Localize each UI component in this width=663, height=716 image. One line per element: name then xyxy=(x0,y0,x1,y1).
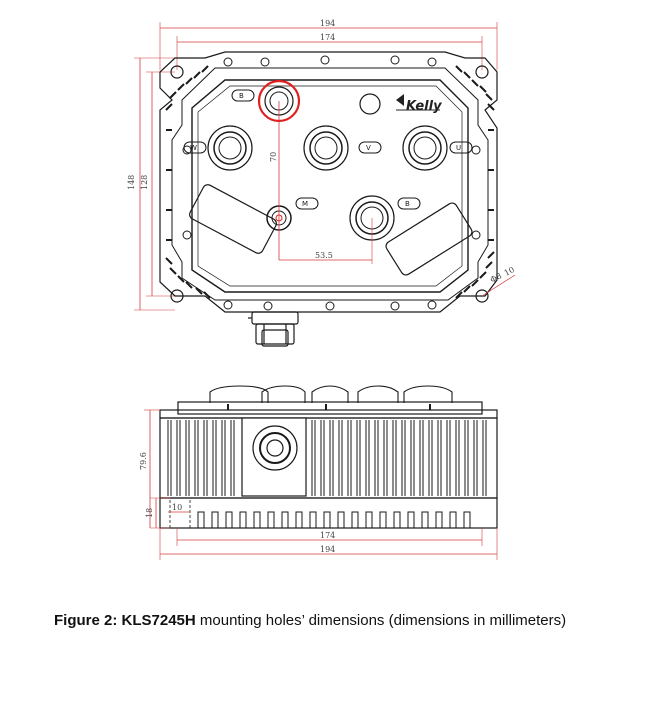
fin-ticks xyxy=(165,65,495,299)
terminal-post-w xyxy=(207,125,253,171)
dim-side-base: 18 xyxy=(145,497,170,529)
top-view: 194 174 148 128 xyxy=(127,19,516,347)
dim-side-height: 79.6 xyxy=(139,409,160,528)
side-base xyxy=(159,497,498,529)
terminal-tag-mid-center: V xyxy=(358,141,382,154)
kelly-logo: Kelly xyxy=(396,94,442,114)
svg-text:W: W xyxy=(190,144,197,152)
terminal-tag-mid-left: W xyxy=(183,141,207,154)
terminal-posts xyxy=(207,125,448,241)
terminal-tags: B W V U M B xyxy=(183,89,473,210)
dim-hole-diameter: Φ8 10 xyxy=(481,265,516,297)
dim-label-18: 18 xyxy=(145,508,154,518)
mounting-holes xyxy=(170,65,489,303)
caption-prefix: Figure 2: xyxy=(54,612,122,629)
dim-label-10: 10 xyxy=(172,503,182,512)
dim-label-70: 70 xyxy=(269,152,278,162)
dim-vertical-70: 70 xyxy=(269,101,280,260)
side-view: 79.6 18 10 174 194 xyxy=(139,385,498,560)
cable-gland xyxy=(248,311,299,347)
logo-text: Kelly xyxy=(406,99,442,114)
heatsink-fins xyxy=(167,420,487,496)
dim-label-128: 128 xyxy=(140,175,149,190)
label-window-right xyxy=(385,202,473,276)
dim-side-offset: 10 xyxy=(168,503,190,513)
lid-screws xyxy=(182,55,481,311)
dim-label-phi8-suffix: 10 xyxy=(503,265,516,278)
caption-text: mounting holes’ dimensions (dimensions i… xyxy=(195,612,567,629)
terminal-tag-mid-right: U xyxy=(449,141,473,154)
side-terminal-caps xyxy=(209,385,453,403)
dim-side-width-holes: 174 xyxy=(176,528,483,546)
heatsink-body xyxy=(159,417,498,499)
side-flange-ticks xyxy=(227,404,431,410)
vent-plug xyxy=(359,93,381,115)
svg-text:B: B xyxy=(405,200,410,208)
svg-text:M: M xyxy=(302,200,308,208)
dim-width-holes-top: 174 xyxy=(176,33,483,70)
dim-label-194: 194 xyxy=(320,19,335,28)
mounting-hole-bottom-right xyxy=(475,289,489,303)
dim-width-outer-top: 194 xyxy=(159,19,498,70)
mounting-hole-top-left xyxy=(170,65,184,79)
terminal-tag-top-left: B xyxy=(231,89,255,102)
dim-label-148: 148 xyxy=(127,175,136,190)
housing-outline xyxy=(159,51,498,313)
mounting-hole-top-right xyxy=(475,65,489,79)
svg-text:B: B xyxy=(239,92,244,100)
dim-label-side-174: 174 xyxy=(320,531,335,540)
dim-horizontal-53-5: 53.5 xyxy=(279,218,373,264)
side-lid xyxy=(177,401,483,415)
dim-height-holes: 128 xyxy=(140,71,175,297)
side-cable-gland xyxy=(241,417,307,497)
label-window-left xyxy=(189,184,277,254)
dim-side-width-outer: 194 xyxy=(159,528,498,560)
mounting-hole-bottom-left xyxy=(170,289,184,303)
dim-label-phi8: Φ8 xyxy=(489,271,504,284)
terminal-tag-lower-center: M xyxy=(295,197,319,210)
dim-label-174: 174 xyxy=(320,33,335,42)
lid-outline xyxy=(191,79,469,293)
terminal-tag-lower-right: B xyxy=(397,197,421,210)
figure-caption: Figure 2: KLS7245H mounting holes’ dimen… xyxy=(54,612,654,629)
dim-label-79-6: 79.6 xyxy=(139,452,148,470)
dim-label-53-5: 53.5 xyxy=(315,251,333,260)
label-windows xyxy=(189,184,473,276)
dim-height-outer: 148 xyxy=(127,57,175,311)
lid-inner-outline xyxy=(197,85,463,287)
terminal-post-u xyxy=(402,125,448,171)
dim-label-side-194: 194 xyxy=(320,545,335,554)
housing-inner-outline xyxy=(171,67,489,301)
svg-text:V: V xyxy=(366,144,371,152)
svg-text:U: U xyxy=(456,144,461,152)
terminal-post-v xyxy=(303,125,349,171)
side-base-slots xyxy=(197,511,471,529)
caption-model: KLS7245H xyxy=(121,612,196,629)
